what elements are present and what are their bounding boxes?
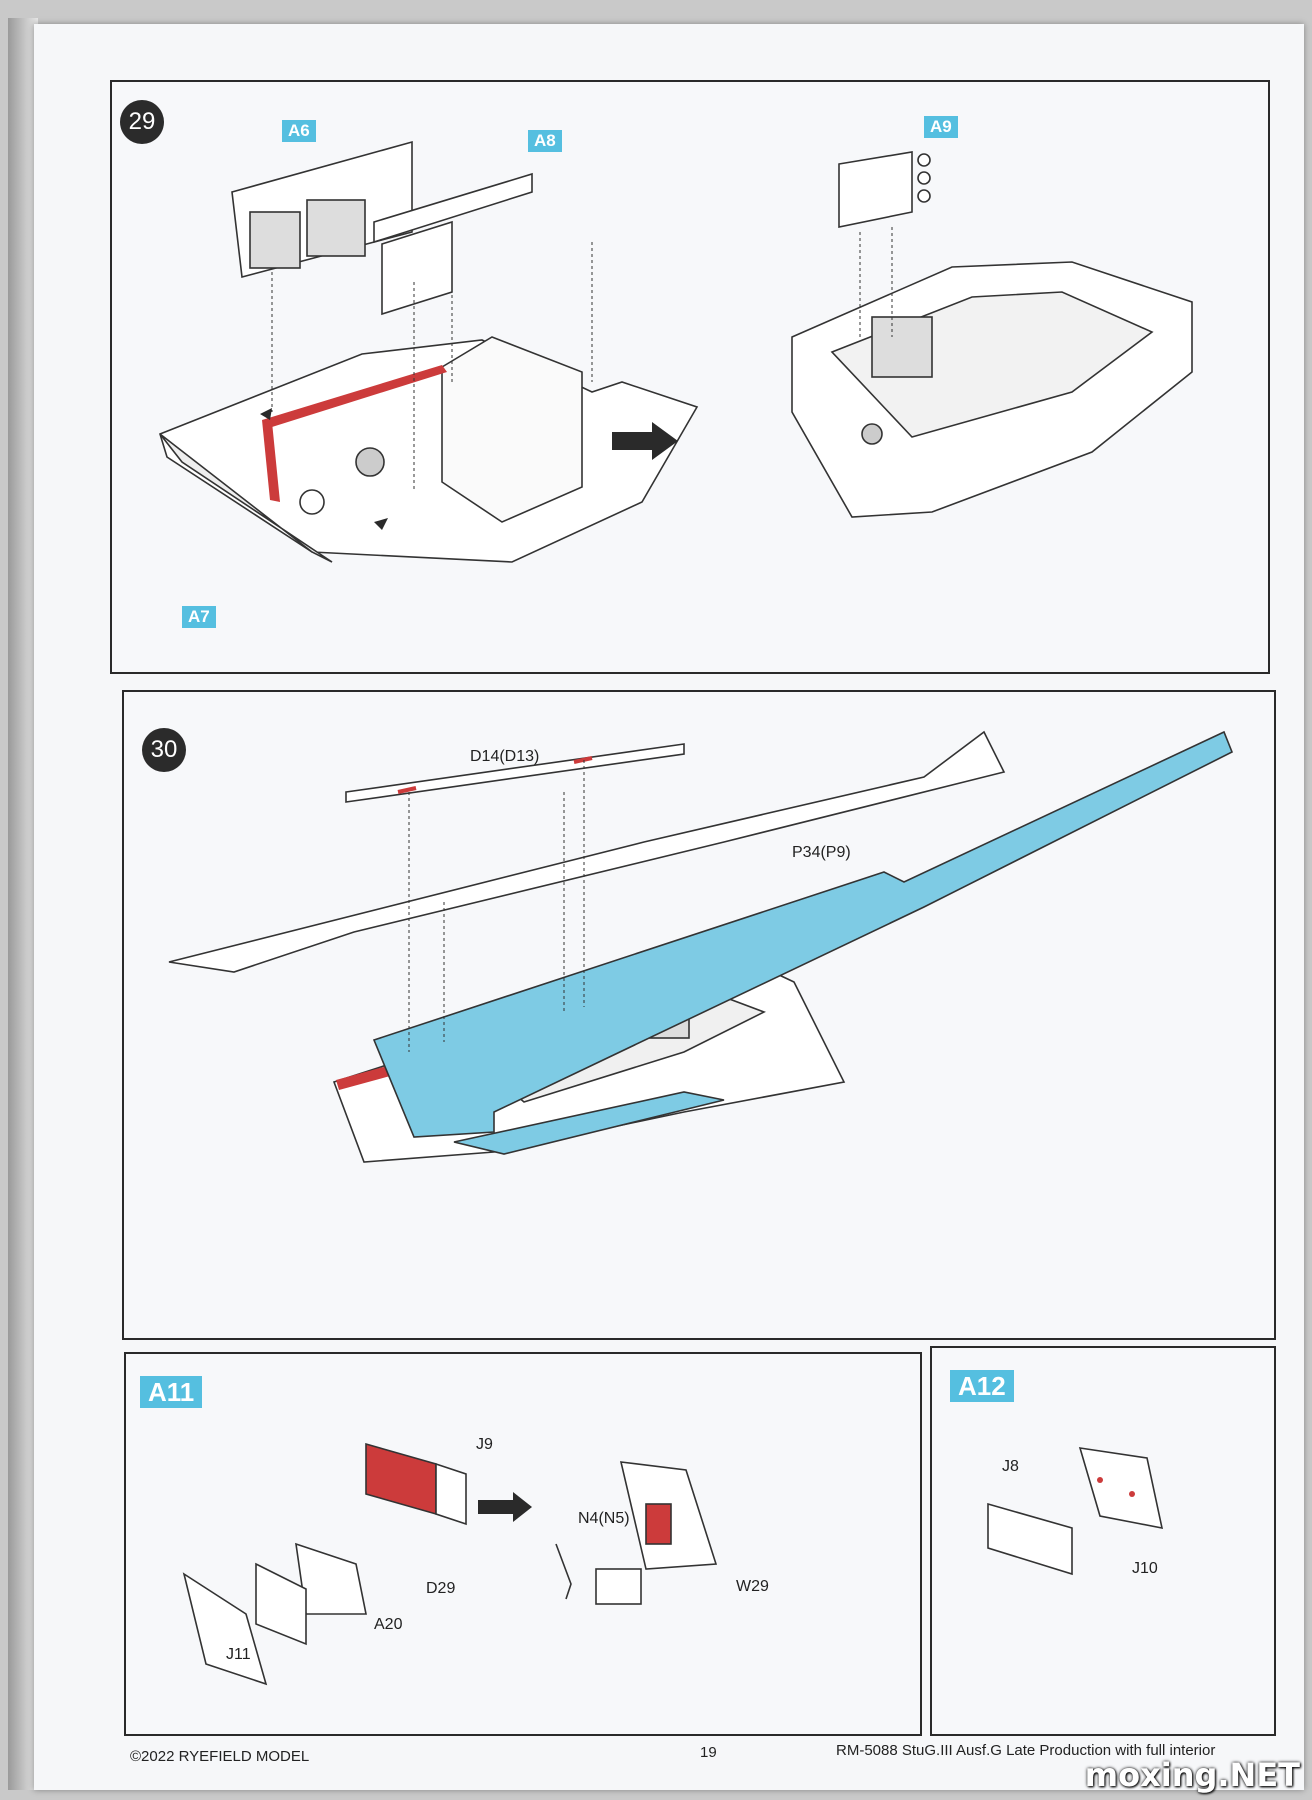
part-p34-fender [168, 730, 1006, 973]
a11-illustration [182, 1442, 718, 1686]
part-label-j11: J11 [226, 1646, 251, 1663]
hull-interior-box [441, 336, 583, 523]
next-arrow-icon [513, 1492, 532, 1522]
part-label-a20: A20 [374, 1616, 403, 1633]
part-label-n4: N4(N5) [578, 1510, 630, 1527]
next-arrow-icon [652, 422, 678, 460]
arrow-shaft [612, 432, 652, 450]
step-30-illustration [168, 730, 1234, 1163]
part-label-a7: A7 [182, 606, 216, 628]
part-label-j10: J10 [1132, 1560, 1158, 1577]
part-j9 [365, 1442, 437, 1516]
part-label-d29: D29 [426, 1580, 456, 1597]
a11-panel: A11 J9 D29 A20 J11 N4(N5) W29 [124, 1352, 922, 1736]
part-p34-blue-fender [372, 730, 1234, 1138]
step-number: 30 [142, 728, 186, 772]
part-label-w29: W29 [736, 1578, 769, 1595]
part-d14-strip [345, 743, 685, 803]
part-label-d14: D14(D13) [470, 748, 540, 765]
part-label-a8: A8 [528, 130, 562, 152]
part-a9-ammo [838, 151, 913, 228]
step-29-panel: 29 A6 A8 A9 A7 [110, 80, 1270, 674]
a11-badge: A11 [140, 1376, 203, 1408]
footer-copyright: ©2022 RYEFIELD MODEL [130, 1748, 310, 1765]
part-label-a9: A9 [924, 116, 958, 138]
page-edge-shadow [8, 18, 38, 1790]
part-a8-frame [373, 172, 533, 244]
a12-illustration [987, 1447, 1164, 1576]
step-29-illustration [159, 140, 1193, 563]
watermark: moxing.NET [1084, 1756, 1300, 1794]
part-j8 [987, 1502, 1073, 1576]
part-label-p34: P34(P9) [792, 844, 851, 861]
footer-product: RM-5088 StuG.III Ausf.G Late Production … [836, 1742, 1216, 1759]
part-label-j8: J8 [1002, 1458, 1019, 1475]
part-a20 [255, 1562, 307, 1646]
footer-page-number: 19 [700, 1744, 717, 1761]
a12-panel: A12 J8 J10 [930, 1346, 1276, 1736]
part-label-a6: A6 [282, 120, 316, 142]
part-j10 [1078, 1447, 1164, 1530]
part-j11 [182, 1572, 268, 1686]
a12-badge: A12 [950, 1370, 1014, 1402]
step-number: 29 [120, 100, 164, 144]
part-label-j9: J9 [476, 1436, 493, 1453]
part-w29 [595, 1568, 642, 1605]
step-30-panel: 30 D14(D13) P34(P9) [122, 690, 1276, 1340]
